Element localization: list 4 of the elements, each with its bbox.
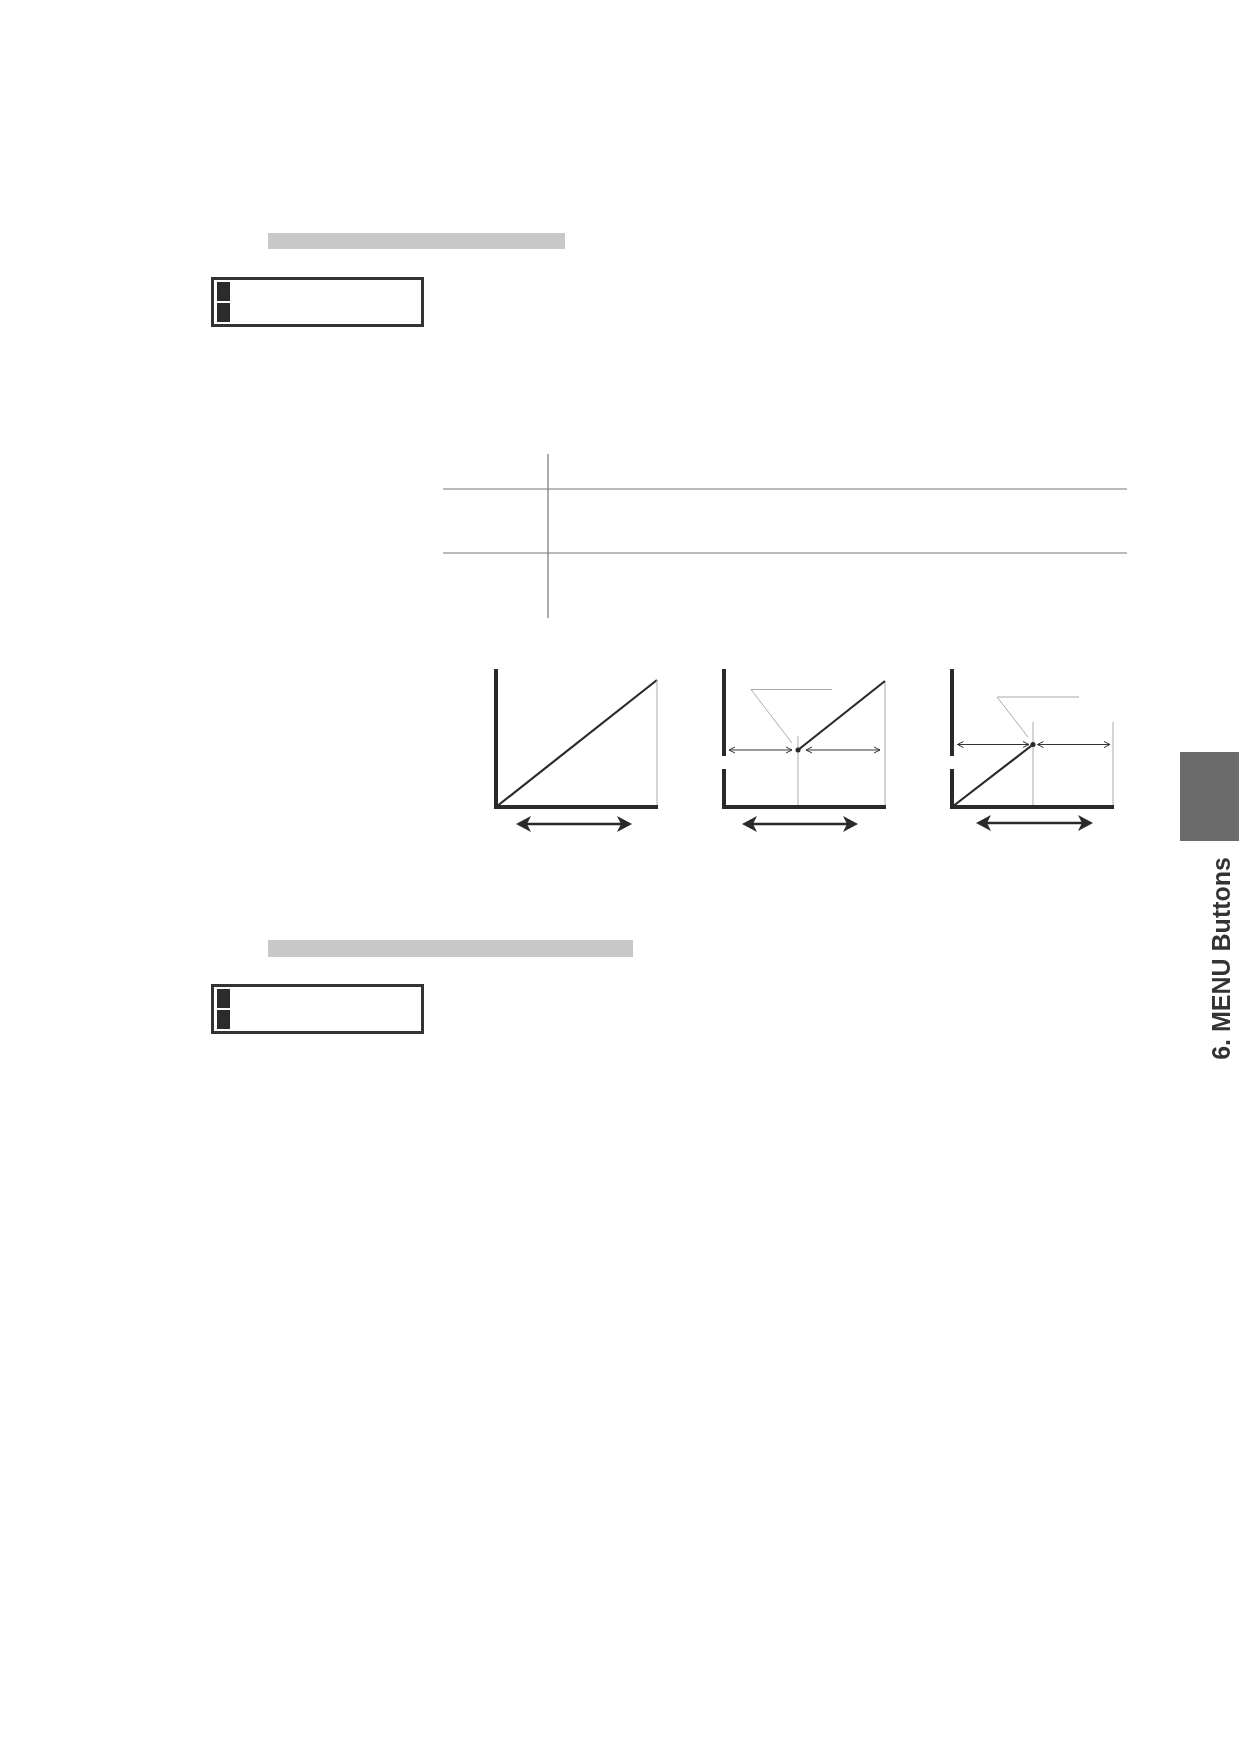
heading-bar — [268, 233, 565, 249]
chapter-title: 6. MENU Buttons — [1208, 857, 1234, 1060]
chapter-tab — [1180, 752, 1239, 841]
heading-bar — [268, 940, 633, 957]
